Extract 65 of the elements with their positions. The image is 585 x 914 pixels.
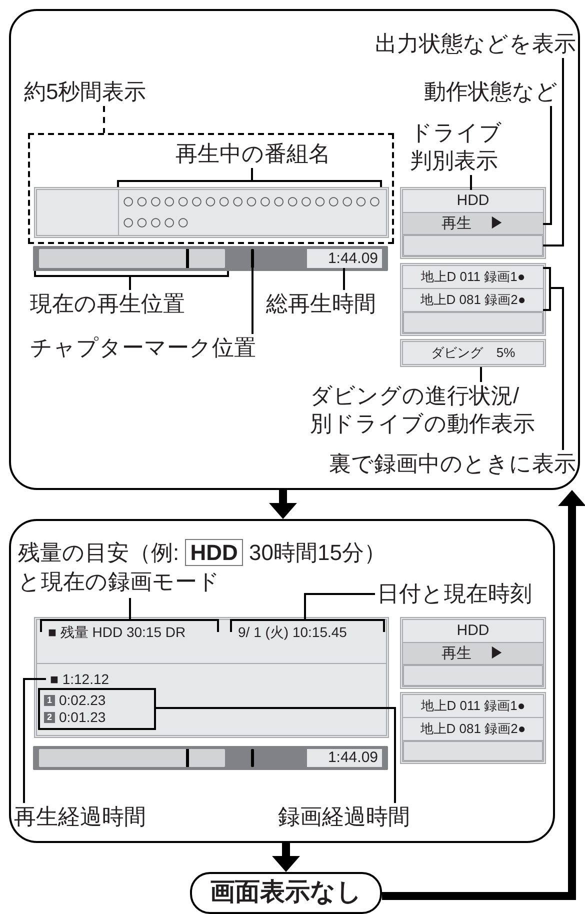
screen-display <box>34 617 389 738</box>
time-display: 1:44.09 <box>307 249 382 268</box>
callout-text: 出力状態などを表示 <box>340 30 576 58</box>
progress-bar <box>33 746 388 770</box>
leader-line <box>34 270 229 291</box>
callout-text: 録画経過時間 <box>278 803 438 831</box>
chapter-mark <box>251 249 254 268</box>
dashed-region <box>28 133 394 244</box>
program-name-text: ○○○○○○○○○○○○○○○○○○○○○○○○ <box>122 191 383 233</box>
time-display: 1:44.09 <box>307 749 382 767</box>
status-panel <box>400 187 546 259</box>
state-box: 画面表示なし <box>190 872 382 914</box>
leader-line <box>343 268 345 290</box>
status-row: 再生 ▶ <box>403 643 543 665</box>
status-row <box>403 235 543 256</box>
status-row <box>403 665 543 686</box>
callout-text: 再生経過時間 <box>14 803 174 831</box>
leader-line <box>103 106 105 133</box>
elapsed-time-text: 0:01.23 <box>59 709 106 726</box>
title-bar <box>34 187 389 238</box>
number-badge: 1 <box>44 695 55 706</box>
status-row <box>403 312 543 333</box>
leader-line <box>543 106 552 225</box>
callout-text: ダビングの進行状況/別ドライブの動作表示 <box>310 382 538 438</box>
leader-line <box>480 367 482 382</box>
leader-line <box>23 678 46 803</box>
progress-fill <box>39 749 225 767</box>
status-row: 地上D 011 録画1● <box>403 695 543 718</box>
callout-text: 再生中の番組名 <box>158 140 348 168</box>
progress-bar <box>33 246 388 271</box>
status-row: 再生 ▶ <box>403 213 543 235</box>
callout-text: 日付と現在時刻 <box>377 580 549 608</box>
flow-arrow <box>272 843 300 872</box>
status-panel: ダビング 5% <box>400 339 546 367</box>
remaining-time-text: ■ 残量 HDD 30:15 DR <box>40 622 220 642</box>
recording-time-box <box>38 688 156 730</box>
leader-line <box>252 268 254 334</box>
number-badge: 2 <box>44 712 55 723</box>
elapsed-time-text: 0:02.23 <box>59 692 106 709</box>
progress-fill <box>39 249 225 268</box>
callout-text: 現在の再生位置 <box>30 290 210 318</box>
status-panel <box>400 617 546 689</box>
leader-line <box>40 597 219 633</box>
leader-line <box>230 593 385 633</box>
leader-line <box>543 58 564 246</box>
status-row: 地上D 011 録画1● <box>403 266 543 289</box>
callout-text: 総再生時間 <box>266 290 396 318</box>
leader-line <box>117 167 382 188</box>
screen-panel <box>9 9 580 490</box>
chapter-mark <box>251 749 254 767</box>
leader-line <box>156 707 396 803</box>
status-panel <box>400 692 546 764</box>
status-row <box>403 741 543 761</box>
callout-text: ドライブ判別表示 <box>410 119 506 175</box>
callout-text: 動作状態など <box>396 78 558 106</box>
callout-text: 裏で録画中のときに表示 <box>300 450 576 480</box>
flow-arrow <box>382 490 585 900</box>
date-time-text: 9/ 1 (火) 10:15.45 <box>230 622 386 642</box>
status-panel <box>400 263 546 336</box>
flow-arrow <box>269 490 297 519</box>
elapsed-time-text: ■ 1:12.12 <box>46 670 146 688</box>
callout-text: チャプターマーク位置 <box>30 334 270 362</box>
callout-text: 約5秒間表示 <box>24 78 184 106</box>
leader-line <box>470 175 472 190</box>
screen-panel <box>9 519 555 843</box>
